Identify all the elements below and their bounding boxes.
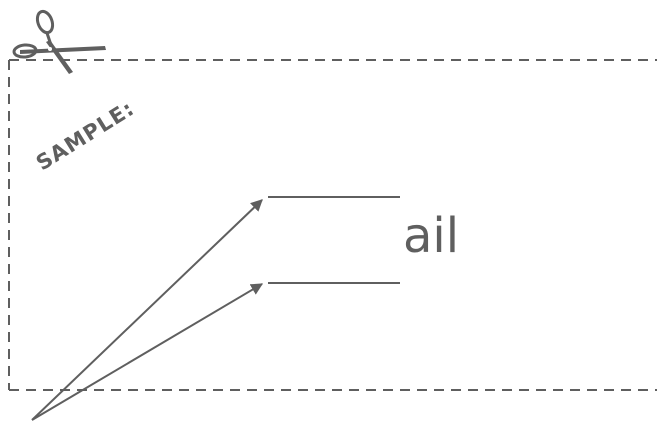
- scissors-pivot: [48, 47, 52, 51]
- cut-out-border: [8, 59, 657, 391]
- arrow-to-upper-line: [31, 199, 263, 421]
- scissors-blade-horizontal: [20, 46, 106, 54]
- scissors-blade-vertical: [46, 40, 73, 74]
- scissors-ring-upper: [35, 9, 55, 35]
- scissors-ring-left: [12, 43, 38, 59]
- sample-label: SAMPLE:: [32, 96, 139, 175]
- arrow-to-lower-line: [31, 283, 264, 421]
- word-ending-text: ail: [403, 208, 459, 264]
- scissors-shank-upper: [45, 32, 53, 46]
- scissors-icon: [12, 9, 106, 74]
